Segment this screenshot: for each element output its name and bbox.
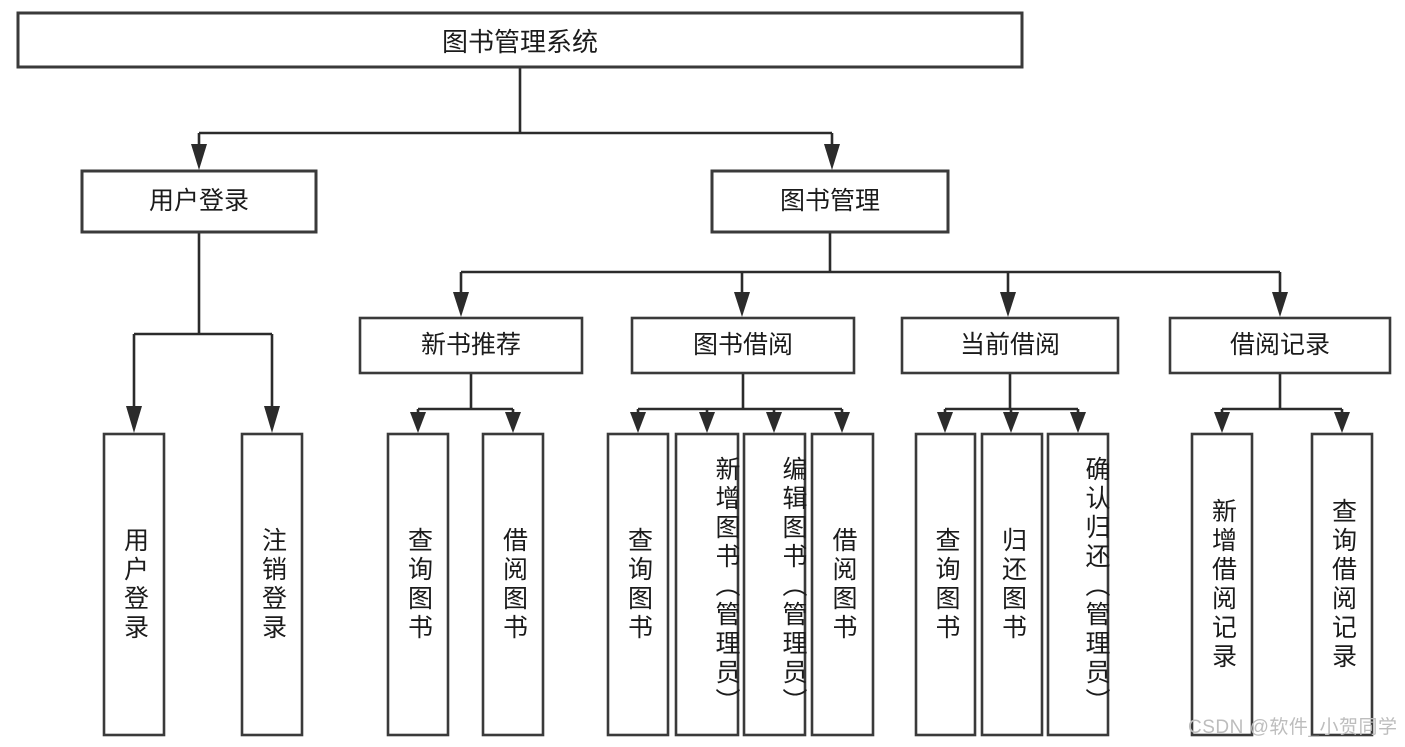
arrow-head-leaf-add-book-admin [699,412,715,433]
node-box-leaf-borrow-book[interactable] [810,432,875,737]
node-box-leaf-query-book-current[interactable] [914,432,977,737]
node-box-current-borrow[interactable] [900,316,1120,375]
node-box-borrow-record[interactable] [1168,316,1392,375]
arrow-head-leaf-confirm-return-admin [1070,412,1086,433]
node-box-leaf-query-book-rec[interactable] [386,432,450,737]
arrow-head-leaf-user-logout [264,406,280,433]
connectors-user-login-to-leaves [126,232,280,433]
node-box-leaf-query-book-borrow[interactable] [606,432,670,737]
node-box-book-management[interactable] [710,169,950,234]
node-box-leaf-edit-book-admin[interactable] [742,432,807,737]
node-box-leaf-user-login[interactable] [102,432,166,737]
arrow-head-leaf-borrow-book-rec [505,412,521,433]
connectors-new-book-recommend-to-leaves [410,373,521,433]
node-box-leaf-add-book-admin[interactable] [674,432,740,737]
node-box-leaf-query-borrow-record[interactable] [1310,432,1374,737]
node-box-user-login[interactable] [80,169,318,234]
node-box-book-borrow[interactable] [630,316,856,375]
csdn-watermark: CSDN @软件_小贺同学 [1188,717,1398,738]
arrow-head-leaf-query-borrow-record [1334,412,1350,433]
arrow-head-new-book-recommend [453,292,469,317]
arrow-head-leaf-query-book-rec [410,412,426,433]
arrow-head-user-login [191,144,207,170]
arrow-head-leaf-edit-book-admin [766,412,782,433]
node-box-root[interactable] [16,11,1024,69]
arrow-head-leaf-borrow-book [834,412,850,433]
connectors-book-management-to-level3 [453,232,1288,317]
node-box-leaf-confirm-return-admin[interactable] [1046,432,1110,737]
arrow-head-book-borrow [734,292,750,317]
node-box-leaf-add-borrow-record[interactable] [1190,432,1254,737]
arrow-head-current-borrow [1000,292,1016,317]
arrow-head-leaf-return-book [1003,412,1019,433]
node-box-new-book-recommend[interactable] [358,316,584,375]
connectors-book-borrow-to-leaves [630,373,850,433]
arrow-head-borrow-record [1272,292,1288,317]
node-box-leaf-return-book[interactable] [980,432,1044,737]
connectors-root-to-level2 [191,67,840,170]
arrow-head-leaf-query-book-borrow [630,412,646,433]
arrow-head-book-management [824,144,840,170]
node-box-leaf-borrow-book-rec[interactable] [481,432,545,737]
connectors-current-borrow-to-leaves [937,373,1086,433]
arrow-head-leaf-query-book-current [937,412,953,433]
arrow-head-leaf-user-login [126,406,142,433]
arrow-head-leaf-add-borrow-record [1214,412,1230,433]
node-box-leaf-user-logout[interactable] [240,432,304,737]
connectors-borrow-record-to-leaves [1214,373,1350,433]
